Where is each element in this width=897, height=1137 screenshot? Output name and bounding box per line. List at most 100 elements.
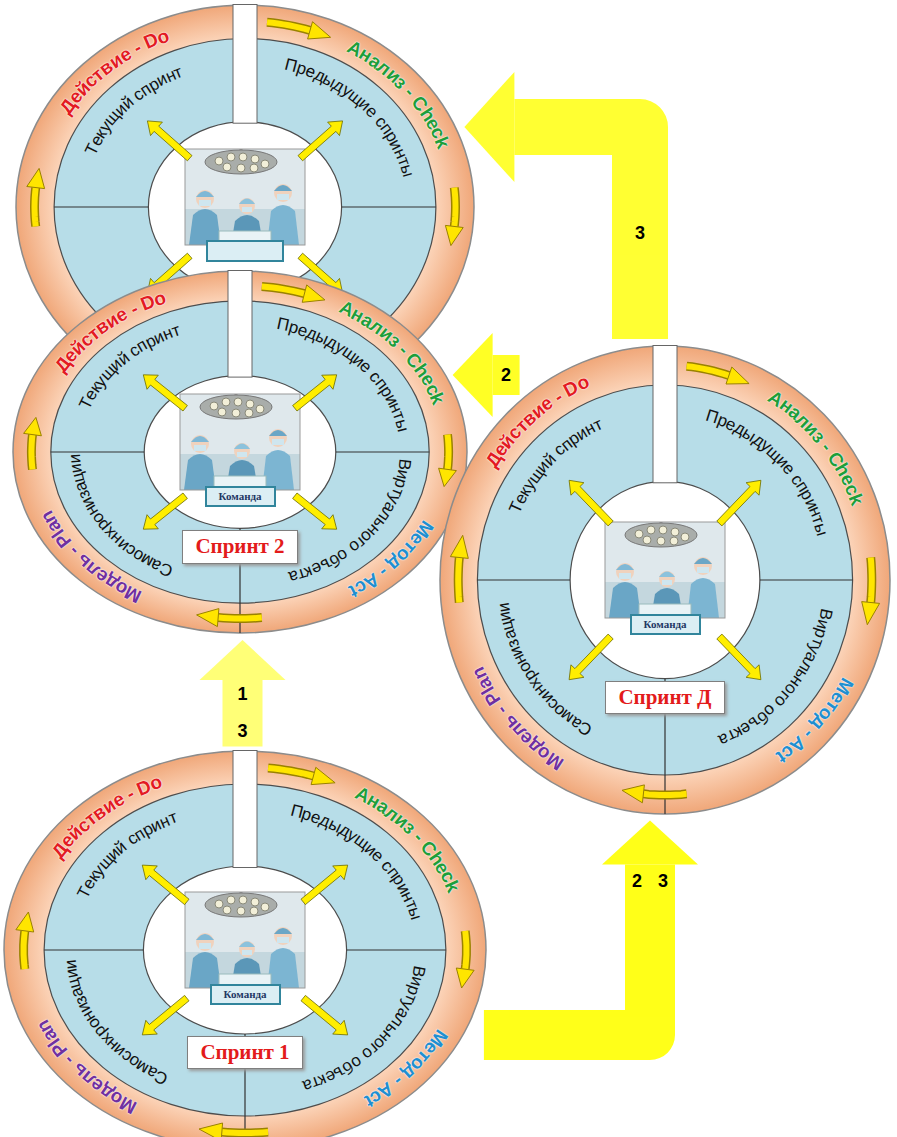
quadrant-arrow — [569, 480, 613, 526]
cycle-arrow-head — [445, 225, 463, 245]
cycle-arrow — [222, 1132, 268, 1133]
cycle-arrow-head — [622, 785, 644, 803]
cycle-arrow-head — [456, 968, 474, 988]
top-bar — [653, 346, 677, 483]
phase-label: Модель - Plan — [439, 345, 891, 815]
cycle-arrow — [218, 613, 262, 623]
sprint-label: Спринт 2 — [195, 534, 284, 559]
cycle-arrow — [262, 286, 305, 293]
center-disc — [144, 376, 336, 529]
cycle-arrow-head — [16, 912, 34, 932]
sprint-label: Спринт 1 — [200, 1040, 289, 1065]
phase-label: Анализ - Check — [439, 345, 891, 815]
cycle-arrow — [871, 558, 872, 603]
quadrant-divider — [477, 580, 852, 814]
flow-arrow — [464, 72, 640, 339]
cycle-arrow-head — [862, 602, 880, 625]
quadrant-label: Предыдущие спринты — [12, 270, 468, 634]
quadrant-label: Виртуального объекта — [3, 750, 487, 1137]
cycle-arrow — [262, 286, 305, 293]
surgeons-photo — [605, 522, 725, 618]
photo-frame — [185, 892, 305, 988]
cycle-arrow — [268, 768, 313, 776]
quadrant-label: Текущий спринт — [3, 750, 487, 1137]
cycle-arrow — [31, 435, 32, 470]
cycle-arrow-head — [27, 168, 45, 188]
outer-ring — [4, 751, 486, 1137]
cycle-arrow — [35, 188, 36, 227]
quadrant-arrow — [301, 995, 348, 1035]
quadrant-arrow — [298, 121, 343, 161]
cycle-arrow-head — [302, 285, 325, 302]
cycle-arrow — [448, 435, 449, 470]
callout-number: 3 — [237, 722, 247, 740]
phase-label: Модель - Plan — [12, 270, 468, 634]
team-plate — [207, 241, 283, 261]
quadrant-label: Текущий спринт — [12, 270, 468, 634]
arrow-shaft — [493, 355, 520, 395]
team-label: Команда — [224, 988, 267, 1001]
cycle-arrow — [448, 435, 449, 470]
team-box: Команда — [210, 984, 281, 1005]
pdca-wheel: Действие - DoАнализ - CheckМетод - ActМо… — [12, 270, 468, 634]
surgeons-photo — [180, 394, 300, 490]
cycle-arrow — [31, 435, 32, 470]
cycle-arrow — [267, 22, 310, 30]
cycle-arrow — [687, 366, 729, 375]
arrow-shaft — [484, 865, 650, 1036]
sprint-box: Спринт 2 — [182, 530, 297, 563]
cycle-arrow-head — [197, 609, 219, 627]
quadrant-label: Самосинхронизации — [3, 750, 487, 1137]
cycle-arrow-head — [308, 22, 331, 39]
arrow-number: 2 — [632, 872, 642, 890]
cycle-arrow — [454, 188, 455, 227]
cycle-arrow-head — [311, 767, 335, 784]
quadrant-label: Виртуального объекта — [439, 345, 891, 815]
cycle-arrow-head — [199, 1123, 223, 1137]
phase-label: Модель - Plan — [3, 750, 487, 1137]
surgeons-photo — [185, 892, 305, 988]
arrow-number: 2 — [501, 366, 511, 384]
cycle-arrow-head — [726, 367, 749, 384]
cycle-arrow — [454, 188, 455, 227]
cycle-arrow — [458, 558, 459, 603]
phase-label: Действие - Do — [12, 270, 468, 634]
phase-label: Анализ - Check — [12, 270, 468, 634]
flow-arrow — [484, 821, 698, 1036]
quadrant-arrow — [143, 375, 187, 411]
arrow-shaft — [223, 680, 263, 747]
flow-arrow — [453, 333, 520, 417]
photo-frame — [605, 522, 725, 618]
cycle-arrow-head — [450, 535, 468, 558]
quadrant-label: Текущий спринт — [439, 345, 891, 815]
quadrant-arrow — [717, 634, 761, 680]
phase-label: Метод - Act — [12, 270, 468, 634]
quadrant-arrow — [293, 493, 337, 529]
quadrant-arrow — [143, 493, 187, 529]
top-bar — [233, 751, 257, 868]
outer-ring — [13, 271, 467, 633]
letter: и — [61, 959, 79, 970]
quadrant-arrow — [142, 865, 189, 905]
quadrant-arrow — [147, 121, 192, 161]
quadrant-arrow — [293, 375, 337, 411]
outer-ring — [440, 346, 890, 814]
sprint-box: Спринт Д — [605, 681, 724, 714]
letter: и — [66, 453, 84, 464]
cycle-arrow — [458, 558, 459, 603]
cycle-arrow — [687, 366, 729, 375]
cycle-arrow — [24, 931, 25, 969]
quadrant-arrow — [717, 480, 761, 526]
letter: и — [67, 462, 85, 474]
sprint-label: Спринт Д — [618, 685, 711, 710]
cycle-arrow — [643, 794, 686, 795]
wheel-outline — [439, 345, 891, 815]
pdca-wheel: Действие - DoАнализ - CheckМетод - ActМо… — [3, 750, 487, 1137]
callout-number: 3 — [658, 872, 668, 890]
quadrant-label: Предыдущие спринты — [3, 750, 487, 1137]
center-disc — [570, 481, 760, 678]
cycle-arrow — [643, 794, 686, 795]
cycle-arrow — [24, 931, 25, 969]
arrow-head — [602, 821, 698, 865]
